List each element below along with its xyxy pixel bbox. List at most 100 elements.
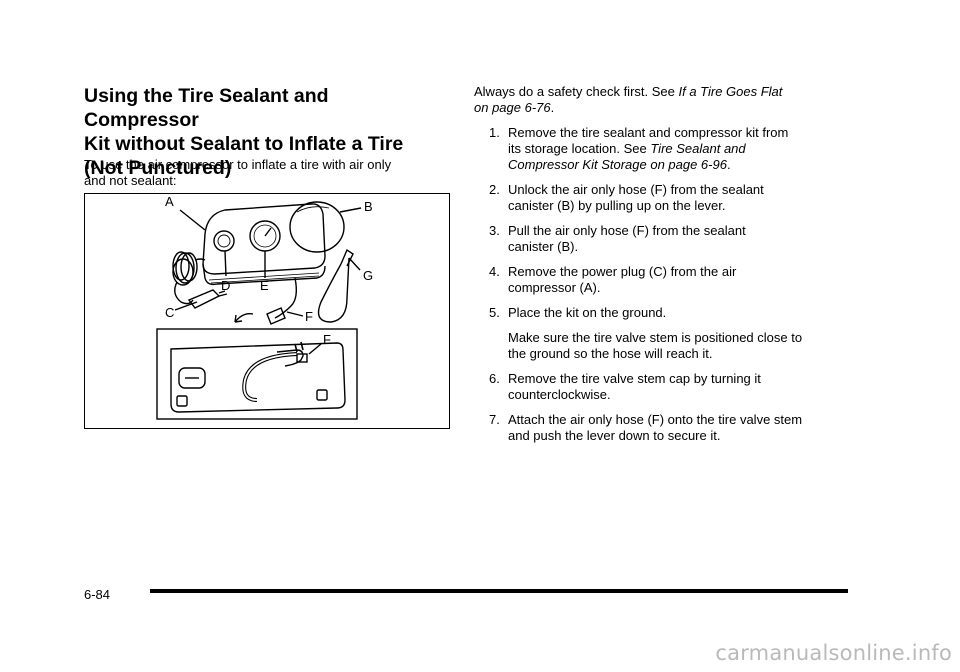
site-watermark: carmanualsonline.info	[715, 641, 952, 665]
safety-check-end: .	[550, 100, 555, 115]
sealant-canister	[289, 201, 345, 253]
step-text: Remove the tire valve stem cap by turnin…	[508, 371, 761, 386]
safety-check-paragraph: Always do a safety check first. See If a…	[474, 84, 854, 116]
tray-foot-left	[176, 395, 188, 407]
safety-check-text: Always do a safety check first. See	[474, 84, 679, 99]
note-line-1: Make sure the tire valve stem is positio…	[508, 330, 803, 345]
step-number: 7.	[489, 412, 500, 427]
leader-b	[339, 207, 362, 213]
power-button-inner	[217, 234, 231, 248]
power-plug-tip	[218, 290, 228, 297]
step-text: its storage location. See	[508, 141, 651, 156]
leader-c	[174, 301, 198, 311]
tray-foot-right	[316, 389, 328, 401]
callout-f-inset: F	[323, 332, 331, 347]
kit-diagram-svg: A B C D E F G F	[156, 194, 373, 420]
callout-e: E	[260, 278, 269, 293]
section-heading: Using the Tire Sealant and Compressor Ki…	[84, 84, 444, 180]
steps-list-continued: 6. Remove the tire valve stem cap by tur…	[474, 371, 854, 444]
compressor-kit-illustration: A B C D E F G F	[84, 193, 450, 429]
cord-coil-1	[172, 251, 190, 281]
heading-line-1: Using the Tire Sealant and Compressor	[84, 85, 329, 131]
page-number: 6-84	[84, 587, 111, 602]
compressor-base-ridges	[208, 272, 320, 284]
flat-tire-reference-2: on page 6-76	[474, 100, 551, 115]
step-number: 6.	[489, 371, 500, 386]
steps-list: 1. Remove the tire sealant and compresso…	[474, 125, 854, 321]
sealant-hose	[317, 257, 350, 323]
step-number: 2.	[489, 182, 500, 197]
step-text: canister (B) by pulling up on the lever.	[508, 198, 726, 213]
step-number: 5.	[489, 305, 500, 320]
storage-latch	[296, 353, 308, 363]
callout-a: A	[165, 194, 174, 209]
list-item: 7. Attach the air only hose (F) onto the…	[474, 412, 854, 444]
instructions-column: Always do a safety check first. See If a…	[474, 84, 854, 453]
step-text: canister (B).	[508, 239, 579, 254]
compressor-body	[202, 203, 326, 275]
removal-arrow	[234, 312, 254, 323]
heading-line-2: Kit without Sealant to Inflate a Tire	[84, 133, 404, 155]
step-number: 4.	[489, 264, 500, 279]
step-text: Attach the air only hose (F) onto the ti…	[508, 412, 803, 427]
step-text: Unlock the air only hose (F) from the se…	[508, 182, 764, 197]
list-item: 3. Pull the air only hose (F) from the s…	[474, 223, 854, 255]
list-item: 1. Remove the tire sealant and compresso…	[474, 125, 854, 173]
cord-coil-3	[180, 252, 198, 282]
leader-d	[224, 250, 227, 277]
air-hose-chuck	[266, 307, 286, 325]
canister-highlight	[296, 206, 330, 213]
leader-g	[348, 257, 361, 271]
step-number: 1.	[489, 125, 500, 140]
cord-coil-2	[175, 252, 195, 284]
step-text: Pull the air only hose (F) from the seal…	[508, 223, 746, 238]
valve-stem-note: Make sure the tire valve stem is positio…	[474, 330, 854, 362]
callout-f-top: F	[305, 309, 313, 324]
air-hose	[274, 277, 298, 319]
intro-line-2: and not sealant:	[84, 173, 177, 188]
footer-rule	[150, 589, 848, 593]
storage-reference-1: Tire Sealant and	[650, 141, 746, 156]
list-item: 2. Unlock the air only hose (F) from the…	[474, 182, 854, 214]
intro-line-1: To use the air compressor to inflate a t…	[84, 157, 392, 172]
cord-coil-4	[172, 258, 194, 286]
removal-arrow-head	[234, 314, 243, 323]
step-text: compressor (A).	[508, 280, 601, 295]
callout-d: D	[221, 278, 230, 293]
step-end: .	[726, 157, 731, 172]
callout-g: G	[363, 268, 373, 283]
stored-hose	[242, 352, 298, 402]
tray-hose-retainer	[276, 349, 304, 367]
step-number: 3.	[489, 223, 500, 238]
flat-tire-reference-1: If a Tire Goes Flat	[678, 84, 783, 99]
list-item: 4. Remove the power plug (C) from the ai…	[474, 264, 854, 296]
storage-tray	[170, 342, 346, 413]
pressure-gauge-dial	[253, 224, 277, 248]
step-text: Remove the power plug (C) from the air	[508, 264, 737, 279]
compressor-base	[202, 263, 326, 286]
callout-c: C	[165, 305, 174, 320]
leader-a	[179, 209, 206, 231]
cord-to-body	[194, 258, 206, 261]
pressure-gauge-needle	[264, 227, 272, 237]
step-text: Place the kit on the ground.	[508, 305, 667, 320]
leader-f-top	[286, 311, 304, 317]
list-item: 6. Remove the tire valve stem cap by tur…	[474, 371, 854, 403]
note-line-2: the ground so the hose will reach it.	[508, 346, 713, 361]
heading-line-3: (Not Punctured)	[84, 157, 232, 179]
leader-f-inset	[308, 343, 322, 355]
callout-b: B	[364, 199, 373, 214]
sealant-hose-end	[340, 248, 354, 267]
power-button	[213, 230, 235, 252]
stored-hose-inner	[243, 353, 298, 401]
storage-reference-2: Compressor Kit Storage on page 6-96	[508, 157, 727, 172]
power-plug	[187, 289, 221, 309]
storage-lever	[294, 341, 304, 353]
tray-pocket	[178, 367, 206, 389]
intro-text: To use the air compressor to inflate a t…	[84, 157, 444, 189]
step-text: counterclockwise.	[508, 387, 611, 402]
storage-inset-frame	[156, 328, 358, 420]
step-text: and push the lever down to secure it.	[508, 428, 721, 443]
step-text: Remove the tire sealant and compressor k…	[508, 125, 789, 140]
list-item: 5. Place the kit on the ground.	[474, 305, 854, 321]
